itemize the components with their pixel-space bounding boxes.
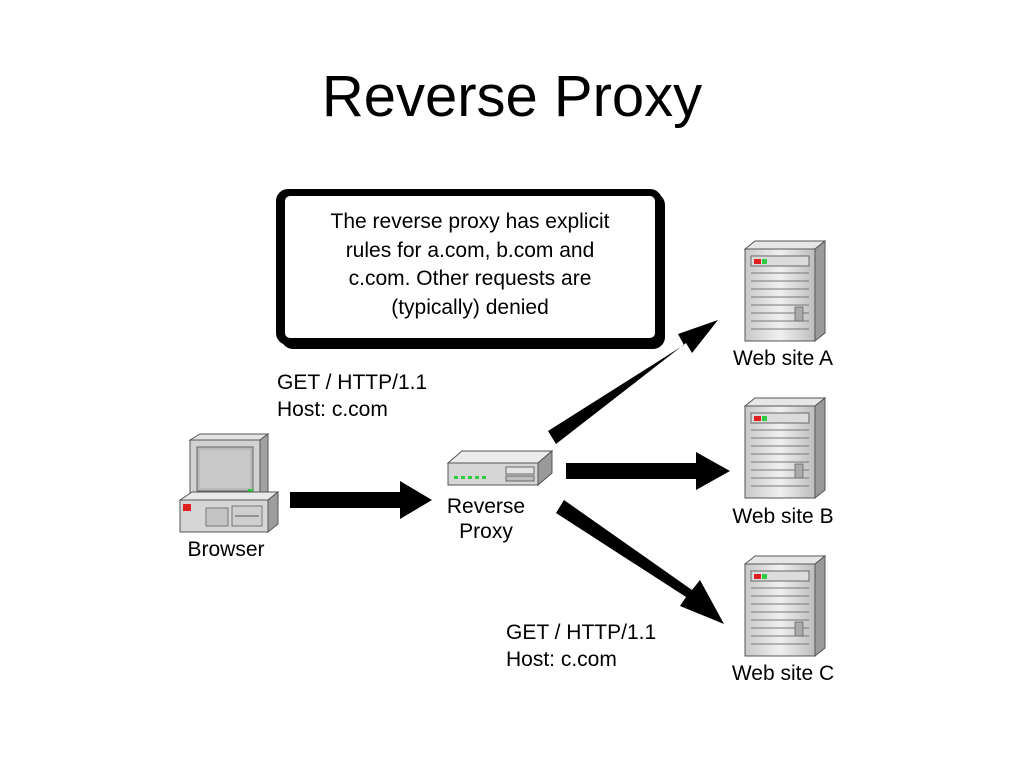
site-c-label: Web site C [731,662,835,685]
network-appliance-icon [446,449,554,487]
browser-label: Browser [187,538,265,561]
server-tower-icon [744,397,826,499]
slide-title: Reverse Proxy [321,64,703,129]
request-bottom-line2: Host: c.com [506,648,617,671]
request-top-line1: GET / HTTP/1.1 [277,371,428,394]
arrow-proxy-to-site-c [556,500,724,624]
proxy-rules-callout: The reverse proxy has explicit rules for… [278,189,662,345]
proxy-label-line1: Reverse [446,495,526,518]
server-tower-icon [744,555,826,657]
request-top-line2: Host: c.com [277,398,388,421]
request-top: GET / HTTP/1.1 Host: c.com [277,369,427,423]
server-tower-icon [744,240,826,342]
request-bottom-line1: GET / HTTP/1.1 [506,621,657,644]
site-a-label: Web site A [733,347,833,370]
proxy-label-line2: Proxy [459,520,513,543]
desktop-computer-icon [178,433,280,534]
arrow-browser-to-proxy [290,481,432,519]
arrow-proxy-to-site-b [566,452,730,490]
arrow-proxy-to-site-a [548,320,718,444]
proxy-label: Reverse Proxy [426,494,546,544]
proxy-rules-text: The reverse proxy has explicit rules for… [330,210,610,319]
request-bottom: GET / HTTP/1.1 Host: c.com [506,619,656,673]
site-b-label: Web site B [732,505,834,528]
